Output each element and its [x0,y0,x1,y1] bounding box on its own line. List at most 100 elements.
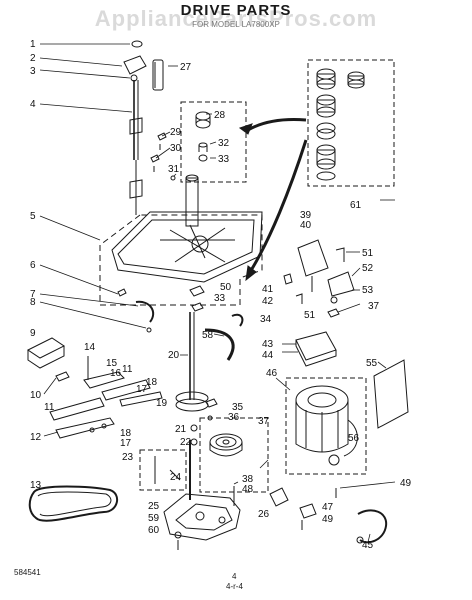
callout-55: 55 [366,358,378,369]
callout-48: 48 [242,484,254,495]
part-22-washer [190,438,198,446]
callout-21: 21 [175,424,187,435]
callout-6: 6 [30,260,36,271]
diagram-code: 584541 [14,568,41,577]
callout-29: 29 [170,127,182,138]
inset-box-28-33 [180,101,247,183]
callout-59: 59 [148,513,160,524]
inset-box-46 [285,377,367,475]
callout-51a: 51 [362,248,374,259]
callout-31: 31 [168,164,180,175]
part-27-sleeve [152,59,164,91]
callout-13: 13 [30,480,42,491]
part-12-arm [55,417,115,439]
callout-8: 8 [30,297,36,308]
part-28-cap [195,111,211,121]
part-2-bracket [123,55,147,75]
callout-33a: 33 [218,154,230,165]
callout-58: 58 [202,330,214,341]
callout-17b: 17 [120,438,132,449]
callout-36: 36 [228,412,240,423]
callout-45: 45 [362,540,374,551]
callout-34: 34 [260,314,272,325]
part-4-bracket [129,117,143,135]
callout-61: 61 [350,200,362,211]
callout-27: 27 [180,62,192,73]
callout-37b: 37 [368,301,380,312]
footer-mark: 4-r-4 [226,582,243,591]
callout-43: 43 [262,339,274,350]
part-55-cover [373,359,409,429]
callout-22: 22 [180,437,192,448]
callout-53: 53 [362,285,374,296]
part-16-lever [101,379,151,401]
callout-4: 4 [30,99,36,110]
part-34-hose [231,313,244,327]
part-38-pulley [209,433,243,451]
part-53-washer [330,296,338,304]
callout-51b: 51 [304,310,316,321]
callout-47: 47 [322,502,334,513]
part-45-harness [357,509,388,544]
part-7-hose [135,300,155,323]
part-6-screw [117,288,127,297]
callout-14: 14 [84,342,96,353]
callout-52: 52 [362,263,374,274]
callout-19: 19 [156,398,168,409]
part-61-gear-set [316,68,365,181]
part-15-lever [83,371,125,389]
callout-56: 56 [348,433,360,444]
callout-11b: 11 [122,364,133,375]
callout-17a: 17 [136,384,148,395]
callout-24: 24 [170,472,182,483]
part-58-hose [204,328,235,361]
part-21-washer [190,424,198,432]
callout-35: 35 [232,402,244,413]
part-26-transmission [163,493,241,541]
callout-labels: 1 2 3 4 5 6 7 8 9 10 11 11 12 13 14 15 1… [30,39,412,551]
page-title: DRIVE PARTS [180,2,292,19]
page-number: 4 [232,572,237,581]
part-1-nut [131,40,143,48]
callout-7: 7 [30,289,36,300]
part-52-bracket [327,271,355,297]
callout-49a: 49 [400,478,412,489]
callout-18b: 18 [120,428,132,439]
part-42-clip [295,293,303,304]
part-35-clip [205,398,218,408]
part-48-connector [269,487,289,507]
part-56-capacitor [343,419,358,457]
part-5-mounting-plate [111,211,263,283]
callout-1: 1 [30,39,36,50]
callout-40: 40 [300,220,312,231]
part-31-pin [170,175,176,181]
part-29-screw [157,132,167,150]
callout-20: 20 [168,350,180,361]
callout-10: 10 [30,390,42,401]
callout-37a: 37 [258,416,270,427]
page-subtitle: FOR MODEL LA7800XP [192,20,280,29]
callout-15: 15 [106,358,118,369]
part-37-screw [327,308,340,318]
part-9-brake [27,337,65,369]
callout-26: 26 [258,509,270,520]
inset-box-5 [99,214,263,306]
callout-32: 32 [218,138,230,149]
callout-2: 2 [30,53,36,64]
inset-box-61 [307,59,395,187]
callout-38: 38 [242,474,254,485]
callout-16: 16 [110,368,122,379]
callout-33b: 33 [214,293,226,304]
callout-41: 41 [262,284,274,295]
part-47-coupling [299,503,317,519]
callout-11a: 11 [44,402,55,413]
callout-12: 12 [30,432,42,443]
callout-3: 3 [30,66,36,77]
inset-box-23 [139,449,187,491]
callout-42: 42 [262,296,274,307]
callout-25: 25 [148,501,160,512]
part-41-clip [283,273,293,285]
callout-18a: 18 [146,377,158,388]
callout-39: 39 [300,210,312,221]
